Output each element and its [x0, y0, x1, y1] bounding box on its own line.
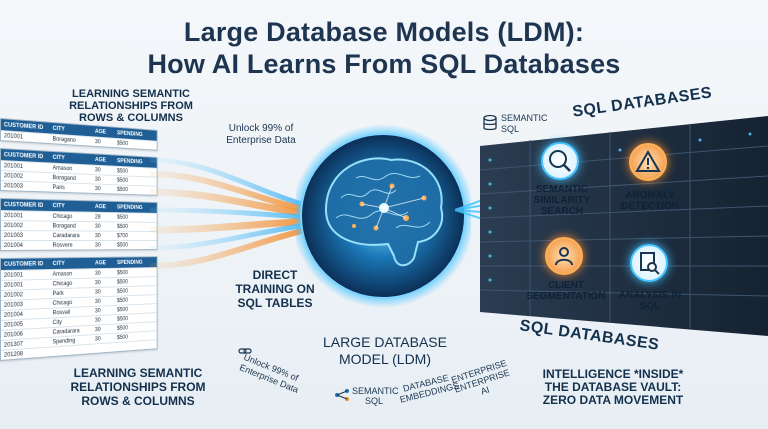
table-cell: Boragand	[50, 223, 93, 229]
users-icon	[545, 237, 583, 275]
ldm-label: LARGE DATABASE MODEL (LDM)	[305, 334, 465, 368]
capability-anomaly-detection: ANOMALY DETECTION	[610, 190, 690, 212]
table-cell: 201003	[1, 233, 50, 239]
table-cell: 30	[92, 335, 114, 342]
table-cell: $500	[114, 140, 155, 148]
table-cell: 201001	[1, 133, 50, 142]
table-row: 201004Rosvere30$500	[1, 240, 157, 250]
table-cell: 201001	[1, 281, 50, 288]
column-header: CUSTOMER ID	[1, 152, 50, 161]
table-cell	[50, 349, 93, 352]
table-cell: 30	[92, 317, 114, 324]
column-header: AGE	[92, 128, 114, 135]
sql-tables-panel: CUSTOMER IDCITYAGESPENDING201001Boragano…	[0, 118, 164, 362]
table-cell: Chicago	[50, 213, 93, 219]
table-cell: 30	[92, 242, 114, 248]
column-header: CUSTOMER ID	[1, 261, 50, 268]
sql-table: CUSTOMER IDCITYAGESPENDING201001Amason30…	[0, 256, 158, 361]
table-cell: 201001	[1, 271, 50, 278]
table-cell: 30	[92, 279, 114, 285]
table-cell: 201003	[1, 183, 50, 191]
left-top-label: LEARNING SEMANTIC RELATIONSHIPS FROM ROW…	[56, 88, 206, 124]
table-cell: Amason	[50, 271, 93, 278]
capability-analysis-in-sql: ANALYSIS IN SQL	[610, 290, 690, 312]
table-cell: Caradarara	[50, 233, 93, 239]
table-cell: 201002	[1, 223, 50, 229]
left-bottom-label: LEARNING SEMANTIC RELATIONSHIPS FROM ROW…	[58, 366, 218, 408]
table-cell: 28	[92, 214, 114, 220]
column-header: CUSTOMER ID	[1, 202, 50, 209]
table-cell: 30	[92, 167, 114, 174]
title-line-2: How AI Learns From SQL Databases	[0, 48, 768, 80]
column-header: CITY	[50, 203, 93, 210]
table-cell: Paris	[50, 184, 93, 191]
table-cell: 201208	[1, 349, 50, 358]
sql-table: CUSTOMER IDCITYAGESPENDING201001Chicago2…	[0, 198, 158, 251]
table-cell: 30	[92, 270, 114, 276]
table-cell: Chicago	[50, 280, 93, 287]
table-cell: 30	[92, 186, 114, 192]
column-header: CITY	[50, 125, 93, 134]
search-icon	[541, 142, 579, 180]
table-cell: Rosvere	[50, 242, 93, 248]
column-header: AGE	[92, 260, 114, 266]
table-cell	[92, 347, 114, 349]
table-cell: Boragano	[50, 136, 93, 145]
table-cell: 30	[92, 307, 114, 314]
table-cell: 201001	[1, 213, 50, 220]
data-flow-streams	[150, 150, 320, 280]
table-row: 201003Caradarara30$700	[1, 230, 157, 240]
warning-icon	[629, 143, 667, 181]
column-header: AGE	[92, 204, 114, 210]
table-cell: 30	[92, 176, 114, 183]
page-title: Large Database Models (LDM): How AI Lear…	[0, 16, 768, 80]
semantic-sql-bottom-label: SEMANTIC SQL	[352, 386, 396, 406]
table-cell: 201002	[1, 291, 50, 299]
table-cell: 30	[92, 289, 114, 295]
table-cell: 30	[92, 326, 114, 333]
table-cell: Boragand	[50, 175, 93, 182]
document-search-icon	[630, 244, 668, 282]
table-cell: 30	[92, 298, 114, 305]
column-header: AGE	[92, 157, 114, 164]
table-cell: 201002	[1, 173, 50, 181]
table-cell	[114, 344, 155, 347]
column-header: CITY	[50, 154, 93, 162]
table-cell: 30	[92, 224, 114, 230]
table-cell: 30	[92, 139, 114, 146]
table-cell: 30	[92, 233, 114, 239]
network-icon	[334, 388, 350, 402]
table-cell: 201004	[1, 242, 50, 248]
capability-semantic-search: SEMANTIC SIMILARITY SEARCH	[522, 184, 602, 217]
title-line-1: Large Database Models (LDM):	[0, 16, 768, 48]
intelligence-inside-label: INTELLIGENCE *INSIDE* THE DATABASE VAULT…	[530, 368, 696, 407]
column-header: SPENDING	[114, 130, 155, 138]
capability-client-segmentation: CLIENT SEGMENTATION	[526, 280, 606, 302]
table-cell: Park	[50, 289, 93, 296]
table-cell: $500	[114, 287, 155, 294]
sql-table: CUSTOMER IDCITYAGESPENDING201001Amason30…	[0, 148, 158, 196]
column-header: CITY	[50, 260, 93, 266]
brain-illustration	[296, 108, 471, 330]
